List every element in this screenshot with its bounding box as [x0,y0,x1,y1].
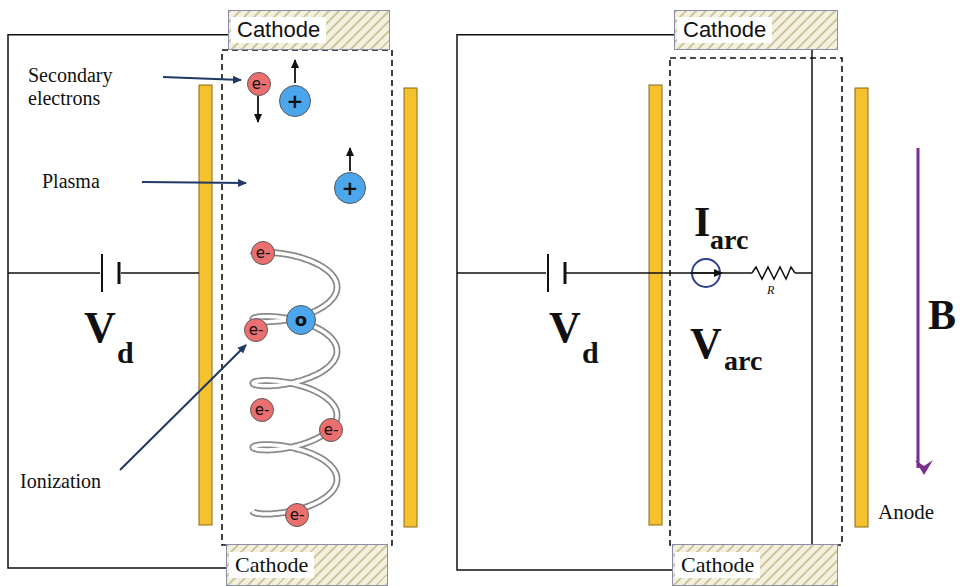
electron-path [253,252,337,514]
battery-symbol [547,254,549,292]
current-symbol: I [694,198,710,246]
electron: e- [319,418,343,442]
cathode-box: Cathode [226,544,388,586]
anode-bar [855,88,868,527]
particle-symbol: e- [255,403,270,418]
cathode-label: Cathode [229,552,314,578]
electron-path [253,252,337,514]
wire [811,50,813,544]
anode-label: Anode [878,500,934,525]
motion-arrow [349,148,351,171]
wire [457,35,674,570]
ion: + [334,172,366,204]
leader-arrow [120,345,246,470]
cathode-box: Cathode [672,544,838,586]
current-arrow [690,272,722,274]
particle-symbol: e- [249,323,264,338]
motion-arrow [294,60,296,83]
callout-label: Secondary electrons [28,64,168,110]
particle-symbol: + [287,91,304,111]
electron: e- [247,72,271,96]
voltage-symbol: V [690,318,722,369]
callout-label: Plasma [42,170,100,193]
anode-bar [199,85,212,525]
field-symbol: B [928,291,956,339]
cathode-label: Cathode [677,17,772,43]
electron: e- [285,503,309,527]
voltage-subscript: d [582,336,599,370]
leader-arrow [163,77,241,80]
ion: + [279,85,311,117]
cathode-box: Cathode [674,10,838,50]
cathode-box: Cathode [228,10,390,50]
wire [8,35,228,568]
battery-symbol [101,254,103,292]
particle-symbol: e- [252,77,267,92]
plasma-region [670,58,842,545]
particle-symbol: e- [290,508,305,523]
battery-symbol [118,262,121,284]
field-arrow [917,148,920,468]
anode-bar [649,85,662,525]
electron-path [253,252,337,514]
electron: e- [244,318,268,342]
leader-arrow [142,182,246,183]
electron: e- [250,398,274,422]
resistor-symbol [752,267,795,279]
wire [8,272,199,274]
current-subscript: arc [710,224,748,256]
cathode-label: Cathode [675,552,760,578]
callout-label: Ionization [20,470,101,493]
particle-symbol: e- [324,423,339,438]
voltage-subscript: d [117,336,134,370]
particle-symbol: o [295,311,307,329]
motion-arrow [257,96,259,122]
neutral-atom: o [286,305,316,335]
cathode-label: Cathode [231,17,326,43]
plasma-region [222,50,392,545]
particle-symbol: e- [256,246,271,261]
resistor-label: R [767,283,774,298]
voltage-subscript: arc [724,345,762,377]
electron: e- [251,241,275,265]
voltage-symbol: V [549,302,581,353]
battery-symbol [564,262,567,284]
particle-symbol: + [342,178,359,198]
voltage-symbol: V [84,302,116,353]
anode-bar [404,88,417,527]
